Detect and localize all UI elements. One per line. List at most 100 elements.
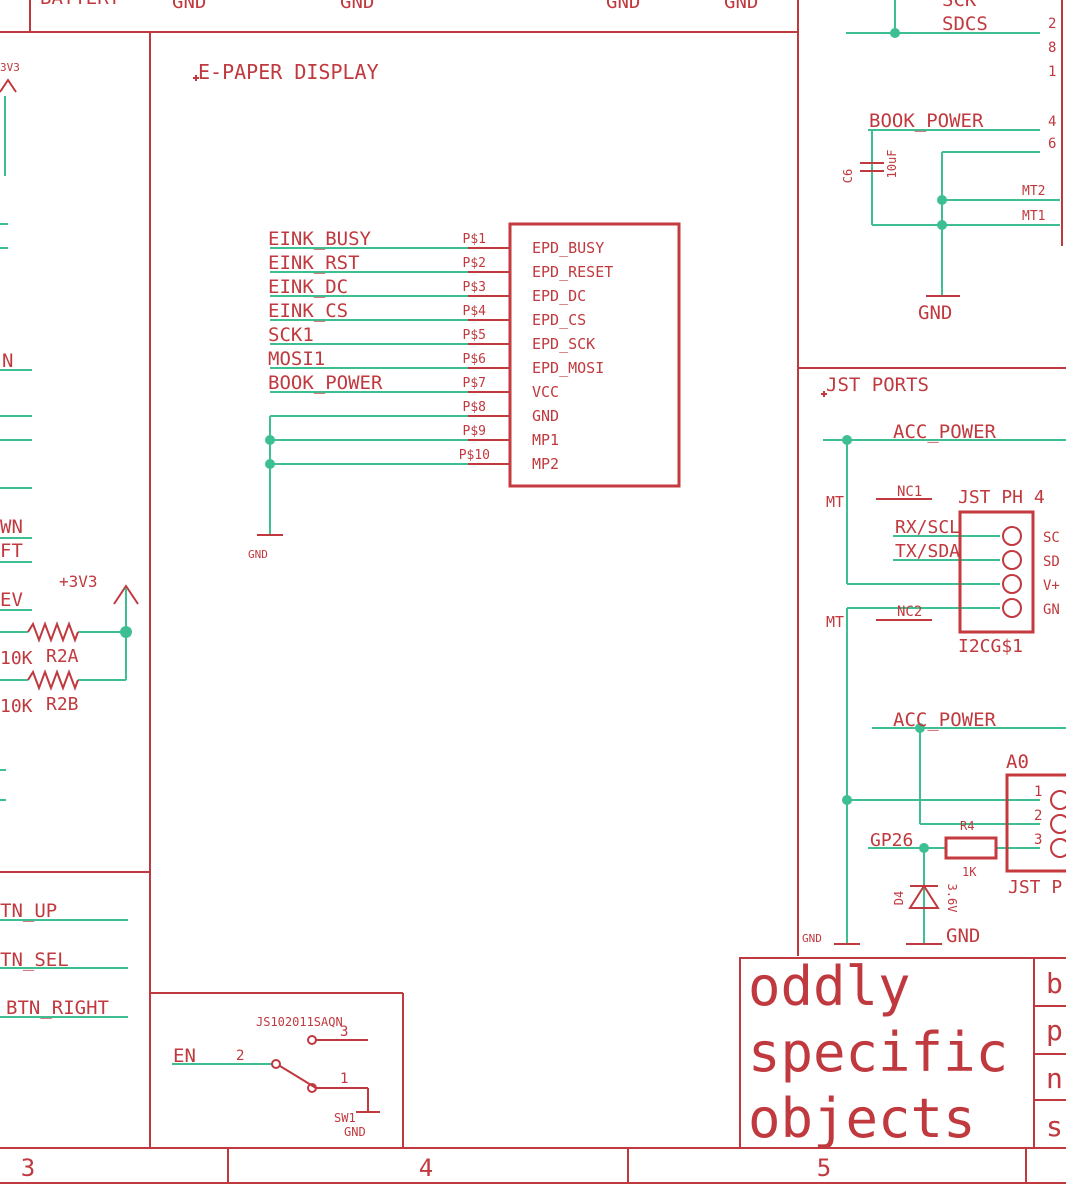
pin-number: 3 <box>340 1024 348 1040</box>
net-label: EN <box>173 1045 196 1067</box>
origin-mark <box>193 75 199 81</box>
a0-pin-circles <box>1050 790 1066 858</box>
junction <box>919 843 929 853</box>
pin-number: P$4 <box>463 304 487 319</box>
pin-number: P$9 <box>463 424 486 439</box>
pin-number: 2 <box>236 1048 244 1064</box>
gnd-label: GND <box>946 925 980 947</box>
junction-mp1 <box>265 435 275 445</box>
pin-number: MT2 <box>1022 184 1045 199</box>
net-label: BTN_RIGHT <box>6 997 109 1019</box>
resistor-name: R2B <box>46 694 79 715</box>
nc2-label: NC2 <box>897 604 922 620</box>
net-label: TX/SDA <box>895 541 960 562</box>
resistor-value: 10K <box>0 648 33 669</box>
junction <box>937 195 947 205</box>
junction <box>890 28 900 38</box>
jst-wires <box>823 439 1066 944</box>
diode-name: D4 <box>892 891 906 905</box>
resistor-value: 10K <box>0 696 33 717</box>
resistor-name: R2A <box>46 646 79 667</box>
switch-part-value: JS102011SAQN <box>256 1015 343 1029</box>
top-strip-net: BATTERY <box>40 0 121 9</box>
net-label: RX/SCL <box>895 517 960 538</box>
net-label: EINK_CS <box>268 300 348 322</box>
net-label: FT <box>0 540 23 562</box>
pin-number: P$7 <box>463 376 486 391</box>
pin-name: VCC <box>532 383 559 401</box>
capacitor-name: C6 <box>841 169 855 183</box>
junction <box>120 626 132 638</box>
gnd-label: GND <box>344 1125 366 1139</box>
net-label: TN_SEL <box>0 949 69 971</box>
net-label: BOOK_POWER <box>268 372 383 394</box>
jst-pin-circles <box>1002 526 1022 618</box>
pin-name: V+ <box>1043 578 1060 594</box>
pin-name: EPD_DC <box>532 287 586 305</box>
pin-name: EPD_CS <box>532 311 586 329</box>
pin-name: GND <box>532 407 559 425</box>
resistor-name: R4 <box>960 819 974 833</box>
resistor-r2b <box>27 669 79 691</box>
net-label: GP26 <box>870 830 913 851</box>
net-label: WN <box>0 516 23 538</box>
pin-number: P$6 <box>463 352 486 367</box>
pin-number: 2 <box>1048 16 1056 32</box>
junction <box>937 220 947 230</box>
resistor-value: 1K <box>962 865 977 879</box>
pin-number: 1 <box>1048 64 1056 80</box>
pin-name: EPD_MOSI <box>532 359 604 377</box>
pin-name: EPD_SCK <box>532 335 595 353</box>
title-block-field: p <box>1046 1014 1063 1047</box>
frame-number-5: 5 <box>817 1154 831 1182</box>
pin-number: 6 <box>1048 136 1056 152</box>
zener-diode-symbol <box>908 884 940 909</box>
title-block-field: s <box>1046 1110 1063 1143</box>
title-block-field: n <box>1046 1062 1063 1095</box>
junction <box>842 795 852 805</box>
top-gnd-2: GND <box>340 0 374 13</box>
title-block-line: oddly <box>748 955 911 1018</box>
pin-number: 2 <box>1034 808 1042 824</box>
pin-number: P$1 <box>463 232 486 247</box>
gnd-label: GND <box>918 302 952 324</box>
net-label: EINK_DC <box>268 276 348 298</box>
pin-name: SC <box>1043 530 1060 546</box>
jst-part-name: I2CG$1 <box>958 636 1023 657</box>
capacitor-value: 10uF <box>885 150 899 179</box>
top-gnd-3: GND <box>606 0 640 13</box>
origin-mark <box>821 391 827 397</box>
net-label: EINK_RST <box>268 252 360 274</box>
title-block-line: specific <box>748 1021 1008 1084</box>
junction-mp2 <box>265 459 275 469</box>
power-label: 3V3 <box>0 61 20 74</box>
title-block-field: b <box>1046 967 1063 1000</box>
gnd-label: GND <box>802 932 822 945</box>
pin-number: 1 <box>340 1071 348 1087</box>
title-block-line: objects <box>748 1087 976 1150</box>
gnd-label: GND <box>248 548 268 561</box>
power-arrow <box>0 78 17 93</box>
pin-name: EPD_RESET <box>532 263 613 281</box>
jst-part-value: JST PH 4 <box>958 487 1045 508</box>
pin-name: SD <box>1043 554 1060 570</box>
net-label: SCK <box>942 0 977 11</box>
epd-wires <box>269 247 468 535</box>
switch-symbol <box>271 1035 380 1113</box>
resistor-r4 <box>944 836 998 860</box>
epd-connector-body <box>508 222 681 488</box>
nc1-label: NC1 <box>897 484 922 500</box>
frame-number-3: 3 <box>21 1154 35 1182</box>
junction <box>915 723 925 733</box>
net-label: ACC_POWER <box>893 709 997 731</box>
net-label: SDCS <box>942 13 988 35</box>
title-block <box>739 957 1066 1149</box>
net-label: N <box>2 350 13 372</box>
epd-pin-stubs <box>468 247 510 465</box>
jst-section-title: JST PORTS <box>826 374 929 396</box>
pin-name: MP2 <box>532 455 559 473</box>
connector-label: JST P <box>1008 877 1062 898</box>
power-arrow <box>113 584 139 605</box>
epaper-section-title: E-PAPER DISPLAY <box>198 60 379 84</box>
